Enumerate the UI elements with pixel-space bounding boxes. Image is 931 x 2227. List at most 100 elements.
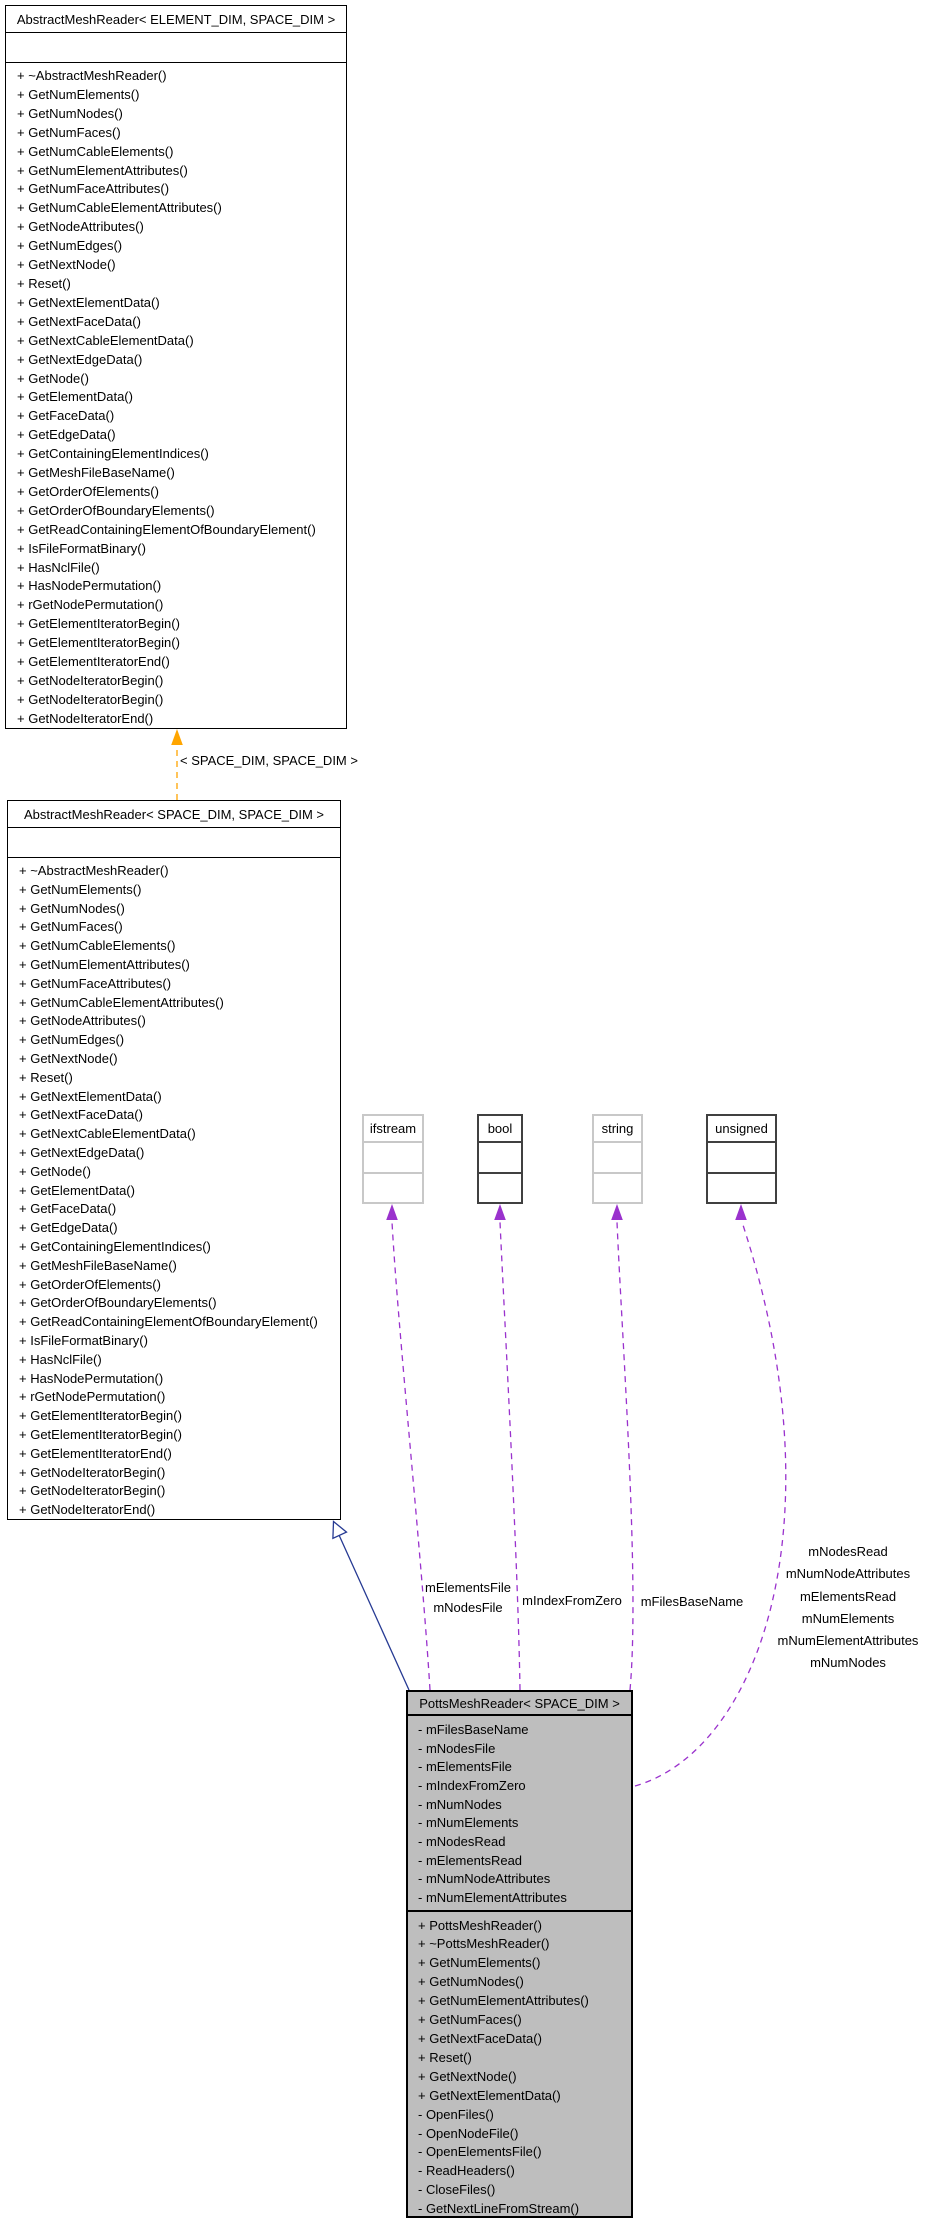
method-item: + GetNextCableElementData() (17, 332, 194, 348)
method-item: + PottsMeshReader() (418, 1917, 542, 1933)
method-item: + GetEdgeData() (19, 1220, 118, 1236)
type-title: unsigned (708, 1116, 775, 1143)
attributes-compartment-empty (6, 33, 346, 63)
method-item: + GetContainingElementIndices() (19, 1238, 211, 1254)
method-item: + GetNodeIteratorBegin() (19, 1464, 166, 1480)
method-item: + GetElementIteratorBegin() (17, 635, 180, 651)
method-item: + GetNumFaceAttributes() (17, 181, 170, 197)
method-item: + GetNumCableElements() (17, 143, 174, 159)
inheritance-arrow (338, 1534, 410, 1691)
attribute-item: - mNumNodeAttributes (418, 1871, 551, 1887)
method-item: + GetNumElementAttributes() (19, 956, 190, 972)
method-item: + HasNclFile() (19, 1351, 102, 1367)
usage-arrow-ifstream (391, 1221, 431, 1691)
method-item: + GetElementData() (17, 389, 133, 405)
method-item: + GetElementIteratorBegin() (17, 616, 180, 632)
method-item: + IsFileFormatBinary() (17, 540, 146, 556)
method-item: + GetNumCableElements() (19, 938, 176, 954)
class-box-abstract-mesh-reader-template[interactable]: AbstractMeshReader< ELEMENT_DIM, SPACE_D… (5, 5, 347, 729)
method-item: + GetOrderOfBoundaryElements() (17, 502, 215, 518)
method-item: + GetNextElementData() (17, 294, 160, 310)
method-item: + GetReadContainingElementOfBoundaryElem… (17, 521, 316, 537)
method-item: + GetNextElementData() (19, 1088, 162, 1104)
method-item: + GetOrderOfElements() (17, 483, 159, 499)
method-item: + Reset() (418, 2049, 472, 2065)
usage-label-string-members: mFilesBaseName (641, 1592, 744, 1612)
method-item: + GetNextNode() (19, 1050, 118, 1066)
method-item: + GetNextEdgeData() (19, 1144, 145, 1160)
type-box-bool: bool (477, 1114, 523, 1204)
method-item: + GetNumFaces() (17, 124, 121, 140)
member-label: mNumElements (801, 1610, 895, 1626)
usage-arrow-unsigned (634, 1221, 787, 1787)
type-box-ifstream: ifstream (362, 1114, 424, 1204)
usage-label-unsigned-members: mNodesRead mNumNodeAttributes mElementsRea… (778, 1541, 919, 1675)
method-item: + ~AbstractMeshReader() (19, 863, 169, 878)
usage-arrowhead-ifstream (386, 1204, 398, 1220)
attribute-item: - mIndexFromZero (418, 1777, 526, 1793)
method-item: + GetReadContainingElementOfBoundaryElem… (19, 1314, 318, 1330)
method-item: + GetContainingElementIndices() (17, 446, 209, 462)
method-item: + GetNumNodes() (418, 1974, 524, 1990)
type-compartment-empty (479, 1143, 521, 1174)
method-item: + GetNumElements() (19, 881, 142, 897)
method-item: + GetNodeIteratorEnd() (19, 1502, 156, 1518)
class-box-potts-mesh-reader[interactable]: PottsMeshReader< SPACE_DIM > - mFilesBas… (406, 1690, 633, 2218)
method-item: + GetElementIteratorBegin() (19, 1426, 182, 1442)
method-item: + GetFaceData() (17, 408, 115, 424)
method-item: + GetElementIteratorEnd() (17, 654, 170, 670)
method-item: + GetNumElementAttributes() (17, 162, 188, 178)
member-label: mNumNodeAttributes (785, 1566, 911, 1582)
member-label: mNodesRead (808, 1544, 888, 1559)
method-item: + GetNodeIteratorBegin() (17, 673, 164, 688)
attribute-item: - mNumNodes (418, 1796, 502, 1812)
method-item: + GetNodeAttributes() (19, 1013, 146, 1029)
member-label: mFilesBaseName (640, 1594, 744, 1609)
method-item: + GetNode() (17, 370, 89, 386)
method-item: + HasNodePermutation() (19, 1370, 164, 1386)
attribute-item: - mNodesFile (418, 1740, 496, 1756)
method-item: + ~PottsMeshReader() (418, 1936, 550, 1952)
type-box-string: string (592, 1114, 643, 1204)
class-title: PottsMeshReader< SPACE_DIM > (408, 1692, 631, 1716)
method-item: + GetElementIteratorEnd() (19, 1445, 172, 1461)
method-item: + GetNumElementAttributes() (418, 1993, 589, 2009)
usage-arrowhead-bool (494, 1204, 506, 1220)
type-title: ifstream (364, 1116, 422, 1143)
method-item: + GetNextNode() (17, 257, 116, 273)
template-instantiation-arrowhead (171, 729, 183, 745)
member-label: mNumNodes (810, 1655, 886, 1671)
class-box-abstract-mesh-reader-instance[interactable]: AbstractMeshReader< SPACE_DIM, SPACE_DIM… (7, 800, 341, 1520)
attributes-compartment-empty (8, 828, 340, 858)
method-item: + GetNextNode() (418, 2068, 517, 2084)
attribute-list: - mFilesBaseName - mNodesFile - mElementsF… (408, 1716, 631, 1912)
method-item: - OpenFiles() (418, 2106, 494, 2122)
method-item: + GetNumNodes() (19, 900, 125, 916)
method-item: + rGetNodePermutation() (17, 597, 164, 613)
method-item: + rGetNodePermutation() (19, 1389, 166, 1405)
method-item: + HasNodePermutation() (17, 578, 162, 594)
usage-arrowhead-string (611, 1204, 623, 1220)
type-title: string (594, 1116, 641, 1143)
method-item: - GetNextLineFromStream() (418, 2201, 580, 2217)
method-item: + GetNumCableElementAttributes() (19, 994, 224, 1010)
method-item: + GetMeshFileBaseName() (19, 1257, 177, 1273)
type-compartment-empty (594, 1143, 641, 1174)
attribute-item: - mNumElements (418, 1815, 519, 1831)
member-label: mElementsRead (799, 1588, 897, 1604)
method-item: + GetNextFaceData() (17, 313, 141, 329)
member-label: mNumElementAttributes (777, 1633, 919, 1649)
attribute-item: - mNodesRead (418, 1833, 506, 1849)
method-item: + GetEdgeData() (17, 427, 116, 443)
template-args-label: < SPACE_DIM, SPACE_DIM > (180, 753, 358, 768)
method-item: + GetMeshFileBaseName() (17, 465, 175, 481)
attribute-item: - mElementsFile (418, 1759, 512, 1775)
member-label: mIndexFromZero (522, 1593, 622, 1608)
type-box-unsigned: unsigned (706, 1114, 777, 1204)
method-item: + ~AbstractMeshReader() (17, 68, 167, 83)
attribute-item: - mFilesBaseName (418, 1722, 529, 1737)
method-item: + GetNumFaces() (19, 919, 123, 935)
method-item: - OpenElementsFile() (418, 2144, 542, 2160)
method-list: + ~AbstractMeshReader()+ GetNumElements(… (6, 63, 346, 728)
